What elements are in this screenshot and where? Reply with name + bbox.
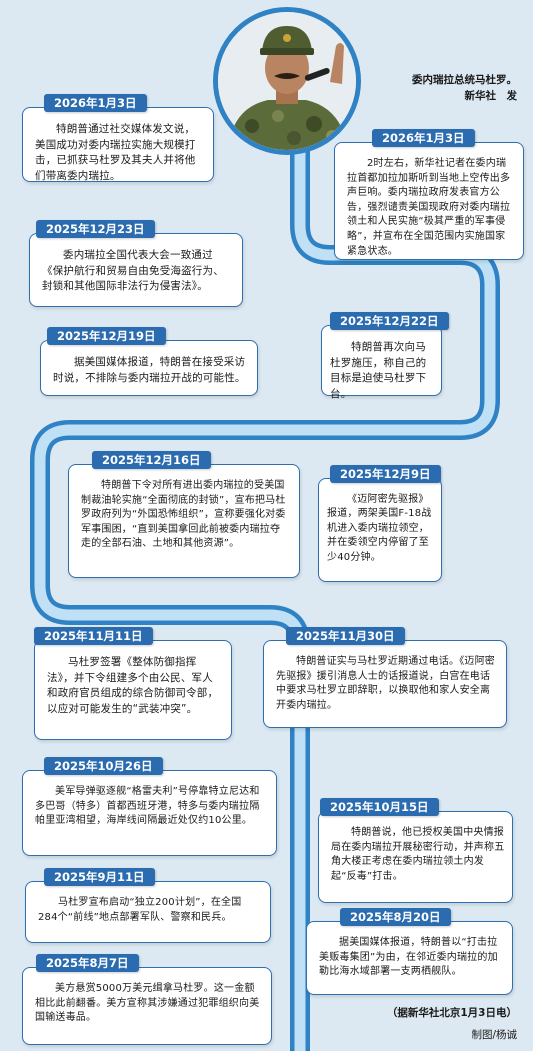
event-card-2025-12-16: 特朗普下令对所有进出委内瑞拉的受美国制裁油轮实施“全面彻底的封锁”，宣布把马杜罗… bbox=[68, 464, 300, 578]
event-card-2025-11-30: 特朗普证实与马杜罗近期通过电话。《迈阿密先驱报》援引消息人士的话报道说，白宫在电… bbox=[263, 640, 507, 728]
caption-line-2: 新华社 发 bbox=[464, 90, 518, 102]
event-date-2025-12-22: 2025年12月22日 bbox=[330, 312, 449, 330]
event-card-2025-08-20: 据美国媒体报道，特朗普以“打击拉美贩毒集团”为由，在邻近委内瑞拉的加勒比海水域部… bbox=[306, 921, 513, 995]
event-text: 据美国媒体报道，特朗普在接受采访时说，不排除与委内瑞拉开战的可能性。 bbox=[53, 356, 246, 384]
event-text: 据美国媒体报道，特朗普以“打击拉美贩毒集团”为由，在邻近委内瑞拉的加勒比海水域部… bbox=[319, 937, 498, 978]
event-card-2025-10-15: 特朗普说，他已授权美国中央情报局在委内瑞拉开展秘密行动，并声称五角大楼正考虑在委… bbox=[318, 811, 513, 903]
portrait-icon bbox=[218, 12, 356, 150]
event-text: 《迈阿密先驱报》报道，两架美国F-18战机进入委内瑞拉领空，并在委领空内停留了至… bbox=[327, 494, 432, 563]
event-card-2025-12-09: 《迈阿密先驱报》报道，两架美国F-18战机进入委内瑞拉领空，并在委领空内停留了至… bbox=[318, 478, 442, 582]
event-date-2025-12-23: 2025年12月23日 bbox=[36, 220, 155, 238]
event-card-2025-12-22: 特朗普再次向马杜罗施压，称自己的目标是迫使马杜罗下台。 bbox=[321, 325, 442, 400]
event-card-2025-10-26: 美军导弹驱逐舰“格雷夫利”号停靠特立尼达和多巴哥（特多）首都西班牙港，特多与委内… bbox=[22, 770, 277, 856]
event-card-2025-09-11: 马杜罗宣布启动“独立200计划”，在全国284个“前线”地点部署军队、警察和民兵… bbox=[25, 881, 271, 943]
event-text: 特朗普再次向马杜罗施压，称自己的目标是迫使马杜罗下台。 bbox=[330, 341, 427, 400]
event-card-2025-08-07: 美方悬赏5000万美元缉拿马杜罗。这一金额相比此前翻番。美方宣称其涉嫌通过犯罪组… bbox=[22, 967, 272, 1045]
event-date-2025-08-07: 2025年8月7日 bbox=[36, 954, 139, 972]
event-date-2025-10-15: 2025年10月15日 bbox=[320, 798, 439, 816]
portrait-photo bbox=[213, 7, 361, 155]
event-text: 马杜罗签署《整体防御指挥法》，并下令组建多个由公民、军人和政府官员组成的综合防御… bbox=[47, 656, 219, 715]
event-card-2026-01-03-a: 特朗普通过社交媒体发文说，美国成功对委内瑞拉实施大规模打击，已抓获马杜罗及其夫人… bbox=[22, 107, 214, 182]
event-text: 马杜罗宣布启动“独立200计划”，在全国284个“前线”地点部署军队、警察和民兵… bbox=[38, 897, 242, 923]
event-date-2025-10-26: 2025年10月26日 bbox=[44, 757, 163, 775]
event-card-2026-01-03-b: 2时左右，新华社记者在委内瑞拉首都加拉加斯听到当地上空传出多声巨响。委内瑞拉政府… bbox=[334, 142, 524, 260]
event-date-2025-12-19: 2025年12月19日 bbox=[47, 327, 166, 345]
event-date-2025-12-16: 2025年12月16日 bbox=[92, 451, 211, 469]
event-text: 美军导弹驱逐舰“格雷夫利”号停靠特立尼达和多巴哥（特多）首都西班牙港，特多与委内… bbox=[35, 786, 260, 827]
event-card-2025-12-19: 据美国媒体报道，特朗普在接受采访时说，不排除与委内瑞拉开战的可能性。 bbox=[40, 340, 258, 396]
event-date-2025-09-11: 2025年9月11日 bbox=[44, 868, 155, 886]
news-source: （据新华社北京1月3日电） bbox=[386, 1007, 517, 1019]
graphic-credit: 制图/杨诚 bbox=[471, 1029, 517, 1041]
event-text: 特朗普证实与马杜罗近期通过电话。《迈阿密先驱报》援引消息人士的话报道说，白宫在电… bbox=[276, 656, 495, 711]
event-date-2025-11-11: 2025年11月11日 bbox=[34, 627, 153, 645]
event-card-2025-12-23: 委内瑞拉全国代表大会一致通过《保护航行和贸易自由免受海盗行为、封锁和其他国际非法… bbox=[29, 233, 243, 307]
event-text: 美方悬赏5000万美元缉拿马杜罗。这一金额相比此前翻番。美方宣称其涉嫌通过犯罪组… bbox=[35, 983, 260, 1024]
event-text: 特朗普说，他已授权美国中央情报局在委内瑞拉开展秘密行动，并声称五角大楼正考虑在委… bbox=[331, 827, 505, 882]
event-text: 特朗普下令对所有进出委内瑞拉的受美国制裁油轮实施“全面彻底的封锁”，宣布把马杜罗… bbox=[81, 480, 286, 550]
event-date-2025-12-09: 2025年12月9日 bbox=[330, 465, 441, 483]
event-date-2025-08-20: 2025年8月20日 bbox=[340, 908, 451, 926]
event-text: 委内瑞拉全国代表大会一致通过《保护航行和贸易自由免受海盗行为、封锁和其他国际非法… bbox=[42, 249, 224, 292]
photo-caption: 委内瑞拉总统马杜罗。 新华社 发 bbox=[412, 72, 517, 104]
caption-line-1: 委内瑞拉总统马杜罗。 bbox=[412, 74, 517, 86]
event-text: 特朗普通过社交媒体发文说，美国成功对委内瑞拉实施大规模打击，已抓获马杜罗及其夫人… bbox=[35, 123, 196, 182]
event-date-2026-01-03-a: 2026年1月3日 bbox=[44, 94, 147, 112]
event-date-2025-11-30: 2025年11月30日 bbox=[286, 627, 405, 645]
event-card-2025-11-11: 马杜罗签署《整体防御指挥法》，并下令组建多个由公民、军人和政府官员组成的综合防御… bbox=[34, 640, 232, 740]
event-date-2026-01-03-b: 2026年1月3日 bbox=[372, 129, 475, 147]
event-text: 2时左右，新华社记者在委内瑞拉首都加拉加斯听到当地上空传出多声巨响。委内瑞拉政府… bbox=[347, 158, 511, 257]
